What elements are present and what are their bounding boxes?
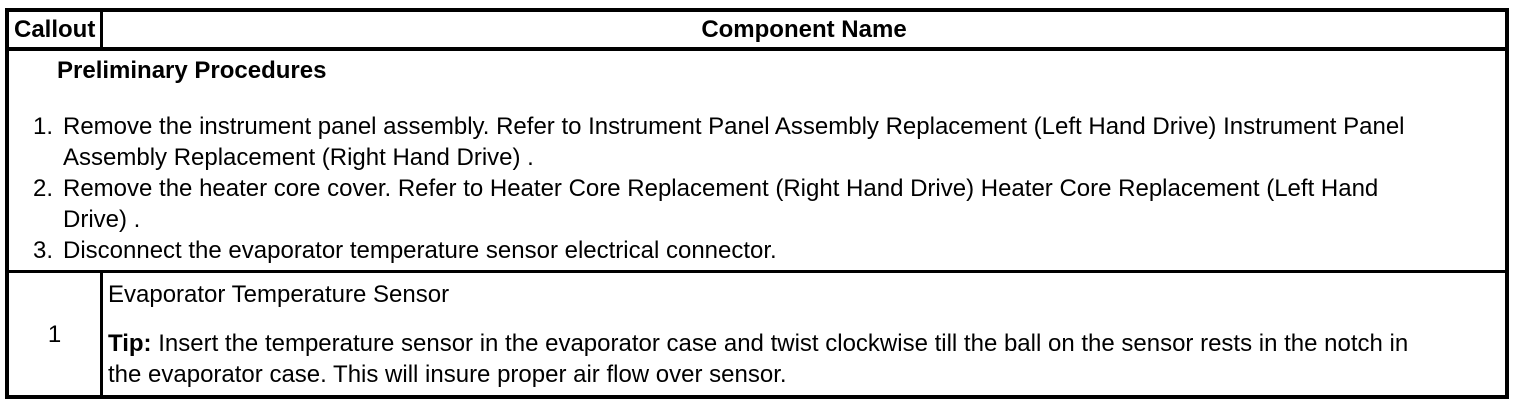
callout-number-cell: 1 bbox=[9, 273, 103, 395]
step-number: 1. bbox=[33, 113, 54, 140]
component-name-text: Evaporator Temperature Sensor bbox=[108, 281, 450, 308]
preliminary-steps-list: 1. Remove the instrument panel assembly.… bbox=[9, 111, 1505, 266]
component-name-column-header: Component Name bbox=[701, 15, 907, 43]
tip-text: Insert the temperature sensor in the eva… bbox=[108, 330, 1409, 388]
component-callout-table: Callout Component Name Preliminary Proce… bbox=[5, 8, 1509, 399]
step-item-2: 2. Remove the heater core cover. Refer t… bbox=[33, 173, 1505, 235]
tip-label: Tip: bbox=[108, 330, 152, 357]
step-text: Remove the instrument panel assembly. Re… bbox=[63, 113, 1405, 171]
preliminary-procedures-title: Preliminary Procedures bbox=[57, 57, 327, 84]
table-header-row: Callout Component Name bbox=[9, 12, 1505, 51]
tip-paragraph: Tip: Insert the temperature sensor in th… bbox=[108, 328, 1489, 390]
preliminary-procedures-section: Preliminary Procedures 1. Remove the ins… bbox=[9, 51, 1505, 273]
callout-column-header: Callout bbox=[9, 12, 103, 47]
step-text: Remove the heater core cover. Refer to H… bbox=[63, 175, 1379, 233]
step-number: 3. bbox=[33, 237, 54, 264]
step-item-1: 1. Remove the instrument panel assembly.… bbox=[33, 111, 1505, 173]
component-description-cell: Evaporator Temperature Sensor Tip: Inser… bbox=[103, 273, 1505, 395]
step-item-3: 3. Disconnect the evaporator temperature… bbox=[33, 235, 1505, 266]
table-row: 1 Evaporator Temperature Sensor Tip: Ins… bbox=[9, 273, 1505, 395]
step-text: Disconnect the evaporator temperature se… bbox=[63, 237, 777, 264]
step-number: 2. bbox=[33, 175, 54, 202]
